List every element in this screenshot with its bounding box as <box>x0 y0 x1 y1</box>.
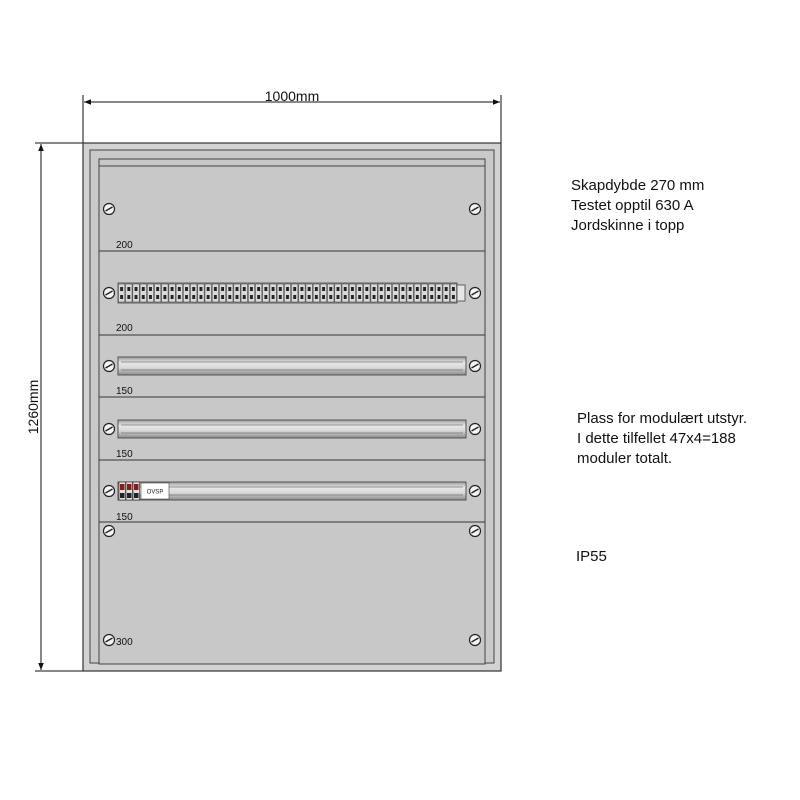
breaker-module <box>219 283 227 303</box>
breaker-module <box>363 283 371 303</box>
end-stop <box>456 284 466 302</box>
breaker-module <box>305 283 313 303</box>
breaker-module <box>327 283 335 303</box>
surge-protector: OVSP <box>118 481 170 501</box>
screw-icon <box>468 286 482 300</box>
breaker-module <box>211 283 219 303</box>
breaker-module <box>428 283 436 303</box>
screw-icon <box>102 286 116 300</box>
height-label: 1260mm <box>25 380 41 434</box>
breaker-module <box>276 283 284 303</box>
breaker-module <box>413 283 421 303</box>
screw-icon <box>468 359 482 373</box>
breaker-module <box>291 283 299 303</box>
screw-icon <box>102 359 116 373</box>
breaker-module <box>312 283 320 303</box>
screw-icon <box>102 202 116 216</box>
panel-height-label: 200 <box>116 240 133 251</box>
width-dimension: 1000mm <box>82 88 502 143</box>
breaker-module <box>233 283 241 303</box>
panel-height-label: 150 <box>116 449 133 460</box>
breaker-module <box>240 283 248 303</box>
breaker-module <box>161 283 169 303</box>
panel: 150 OVSP <box>99 481 485 523</box>
breaker-module <box>190 283 198 303</box>
panel: 200 <box>99 202 485 252</box>
panel: 200 <box>99 282 485 336</box>
breaker-module <box>392 283 400 303</box>
breaker-module <box>298 283 306 303</box>
cabinet <box>82 142 502 672</box>
screw-icon <box>468 484 482 498</box>
modular-line: moduler totalt. <box>577 450 673 467</box>
breaker-module <box>370 283 378 303</box>
panel: 150 <box>99 356 485 398</box>
screw-icon <box>102 422 116 436</box>
specs-line: Testet opptil 630 A <box>571 197 694 214</box>
breaker-module <box>154 283 162 303</box>
breaker-module <box>118 283 126 303</box>
breaker-module <box>269 283 277 303</box>
breaker-module <box>356 283 364 303</box>
breaker-module <box>348 283 356 303</box>
specs-note: Skapdybde 270 mm Testet opptil 630 A Jor… <box>571 176 704 236</box>
breaker-module <box>197 283 205 303</box>
panel: 150 <box>99 419 485 461</box>
panel-height-label: 200 <box>116 323 133 334</box>
breaker-module <box>377 283 385 303</box>
width-label: 1000mm <box>265 88 319 104</box>
breaker-module <box>204 283 212 303</box>
breaker-row <box>117 282 466 304</box>
screw-icon <box>468 524 482 538</box>
breaker-module <box>284 283 291 303</box>
breaker-module <box>385 283 392 303</box>
screw-icon <box>102 633 116 647</box>
screw-icon <box>102 524 116 538</box>
breaker-module <box>449 283 457 303</box>
breaker-module <box>139 283 147 303</box>
breaker-module <box>341 283 349 303</box>
breaker-module <box>247 283 255 303</box>
device-label: OVSP <box>147 490 164 496</box>
panel: 300 <box>102 524 482 648</box>
modular-line: I dette tilfellet 47x4=188 <box>577 430 736 447</box>
breaker-module <box>442 283 450 303</box>
screw-icon <box>468 633 482 647</box>
panel-height-label: 300 <box>116 637 133 648</box>
panel-height-label: 150 <box>116 512 133 523</box>
screw-icon <box>468 422 482 436</box>
modular-note: Plass for modulært utstyr. I dette tilfe… <box>577 409 747 469</box>
breaker-module <box>320 283 328 303</box>
specs-line: Jordskinne i topp <box>571 217 685 234</box>
breaker-module <box>435 283 443 303</box>
breaker-module <box>183 283 190 303</box>
modular-line: Plass for modulært utstyr. <box>577 410 748 427</box>
breaker-module <box>125 283 133 303</box>
breaker-module <box>132 283 140 303</box>
screw-icon <box>102 484 116 498</box>
panel-height-label: 150 <box>116 386 133 397</box>
breaker-module <box>255 283 263 303</box>
din-rail <box>117 419 467 439</box>
height-dimension: 1260mm <box>25 142 83 672</box>
din-rail <box>117 481 467 501</box>
specs-line: Skapdybde 270 mm <box>571 177 705 194</box>
breaker-module <box>406 283 414 303</box>
breaker-module <box>226 283 234 303</box>
din-rail <box>117 356 467 376</box>
breaker-module <box>262 283 270 303</box>
breaker-module <box>334 283 342 303</box>
breaker-module <box>421 283 428 303</box>
breaker-module <box>168 283 176 303</box>
breaker-module <box>147 283 154 303</box>
breaker-module <box>399 283 407 303</box>
screw-icon <box>468 202 482 216</box>
breaker-module <box>175 283 183 303</box>
ip-rating: IP55 <box>576 548 607 565</box>
